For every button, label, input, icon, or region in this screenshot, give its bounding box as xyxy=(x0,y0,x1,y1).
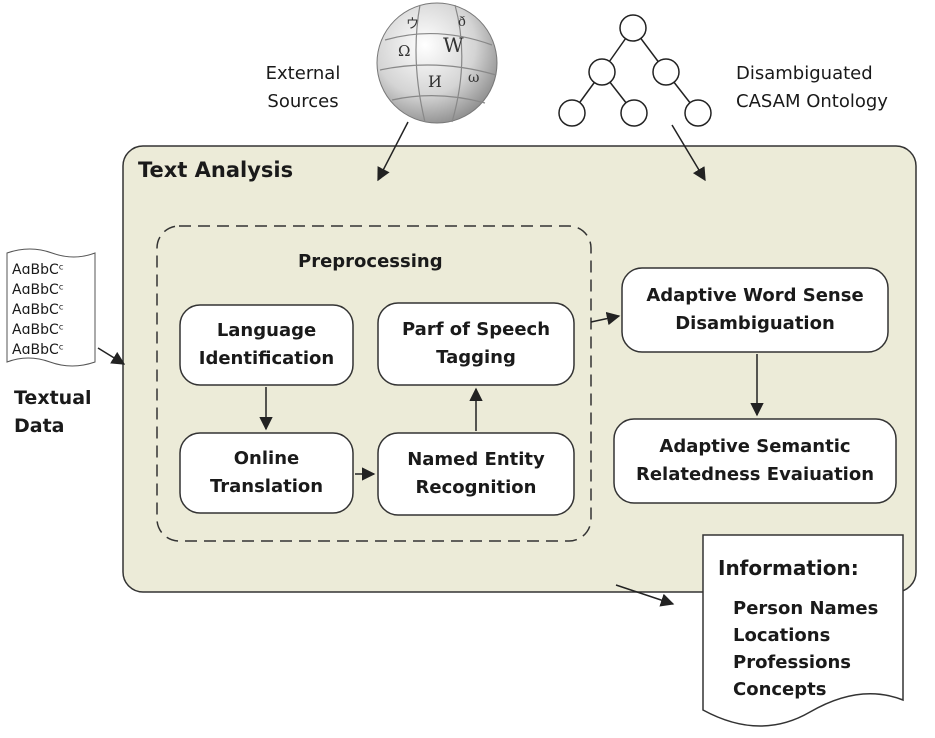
preprocessing-region xyxy=(156,225,592,542)
information-item: Locations xyxy=(733,625,831,646)
information-title: Information: xyxy=(718,556,859,580)
semantic-relatedness-label: Adaptive Semantic Relatedness Evaiuation xyxy=(614,419,896,503)
text-analysis-title: Text Analysis xyxy=(138,158,294,182)
named-entity-line2: Recognition xyxy=(415,477,537,498)
word-sense-line1: Adaptive Word Sense xyxy=(646,285,864,306)
arrow-ontology-in xyxy=(671,124,706,182)
textual-data-sample: AɑBbCᶜ AɑBbCᶜ AɑBbCᶜ AɑBbCᶜ AɑBbCᶜ xyxy=(12,260,64,360)
ontology-label-line1: Disambiguated xyxy=(736,63,873,84)
sample-line: AɑBbCᶜ xyxy=(12,302,64,318)
sample-line: AɑBbCᶜ xyxy=(12,322,64,338)
textual-data-line2: Data xyxy=(14,415,65,437)
svg-text:И: И xyxy=(428,72,442,91)
online-translation-line2: Translation xyxy=(209,476,324,497)
external-sources-line2: Sources xyxy=(267,91,339,112)
svg-text:ω: ω xyxy=(468,70,479,86)
sample-line: AɑBbCᶜ xyxy=(12,342,64,358)
language-identification-label: Language Identification xyxy=(180,305,353,385)
ontology-label-line2: CASAM Ontology xyxy=(736,91,888,112)
pos-tagging-line2: Tagging xyxy=(436,347,516,368)
external-sources-line1: External xyxy=(265,63,341,84)
ontology-label: Disambiguated CASAM Ontology xyxy=(736,60,932,116)
semantic-relatedness-box xyxy=(613,418,897,504)
online-translation-line1: Online xyxy=(233,448,300,469)
textual-data-line1: Textual xyxy=(14,387,92,409)
arrow-preprocessing-to-word-sense xyxy=(590,311,621,326)
arrow-external-sources-in xyxy=(377,121,409,182)
svg-text:Ω: Ω xyxy=(398,42,410,60)
textual-data-label: Textual Data xyxy=(14,384,92,440)
svg-text:ウ: ウ xyxy=(406,17,419,32)
information-item: Professions xyxy=(733,652,851,673)
information-item: Person Names xyxy=(733,598,879,619)
semantic-relatedness-line1: Adaptive Semantic xyxy=(659,436,851,457)
arrow-textual-data-in xyxy=(97,347,126,365)
information-list: Person Names Locations Professions Conce… xyxy=(733,595,878,703)
svg-text:W: W xyxy=(443,33,464,57)
information-item: Concepts xyxy=(733,679,827,700)
pos-tagging-label: Parf of Speech Tagging xyxy=(378,303,574,385)
arrow-information-out xyxy=(615,584,675,607)
ontology-tree-icon xyxy=(558,14,712,127)
language-identification-line1: Language xyxy=(216,320,317,341)
named-entity-box xyxy=(377,432,575,516)
pos-tagging-box xyxy=(377,302,575,386)
external-sources-label: External Sources xyxy=(248,60,358,116)
online-translation-box xyxy=(179,432,354,514)
preprocessing-title: Preprocessing xyxy=(298,251,443,272)
word-sense-box xyxy=(621,267,889,353)
named-entity-label: Named Entity Recognition xyxy=(378,433,574,515)
svg-text:ð: ð xyxy=(458,15,466,30)
information-document-icon xyxy=(702,534,904,727)
globe-icon: Ω W И ω ウ ð xyxy=(376,2,498,124)
sample-line: AɑBbCᶜ xyxy=(12,282,64,298)
online-translation-label: Online Translation xyxy=(180,433,353,513)
pos-tagging-line1: Parf of Speech xyxy=(401,319,551,340)
semantic-relatedness-line2: Relatedness Evaiuation xyxy=(635,464,875,485)
language-identification-line2: Identification xyxy=(198,348,335,369)
language-identification-box xyxy=(179,304,354,386)
textual-data-document-icon xyxy=(6,248,96,367)
sample-line: AɑBbCᶜ xyxy=(12,262,64,278)
word-sense-label: Adaptive Word Sense Disambiguation xyxy=(622,268,888,352)
named-entity-line1: Named Entity xyxy=(407,449,545,470)
word-sense-line2: Disambiguation xyxy=(675,313,835,334)
